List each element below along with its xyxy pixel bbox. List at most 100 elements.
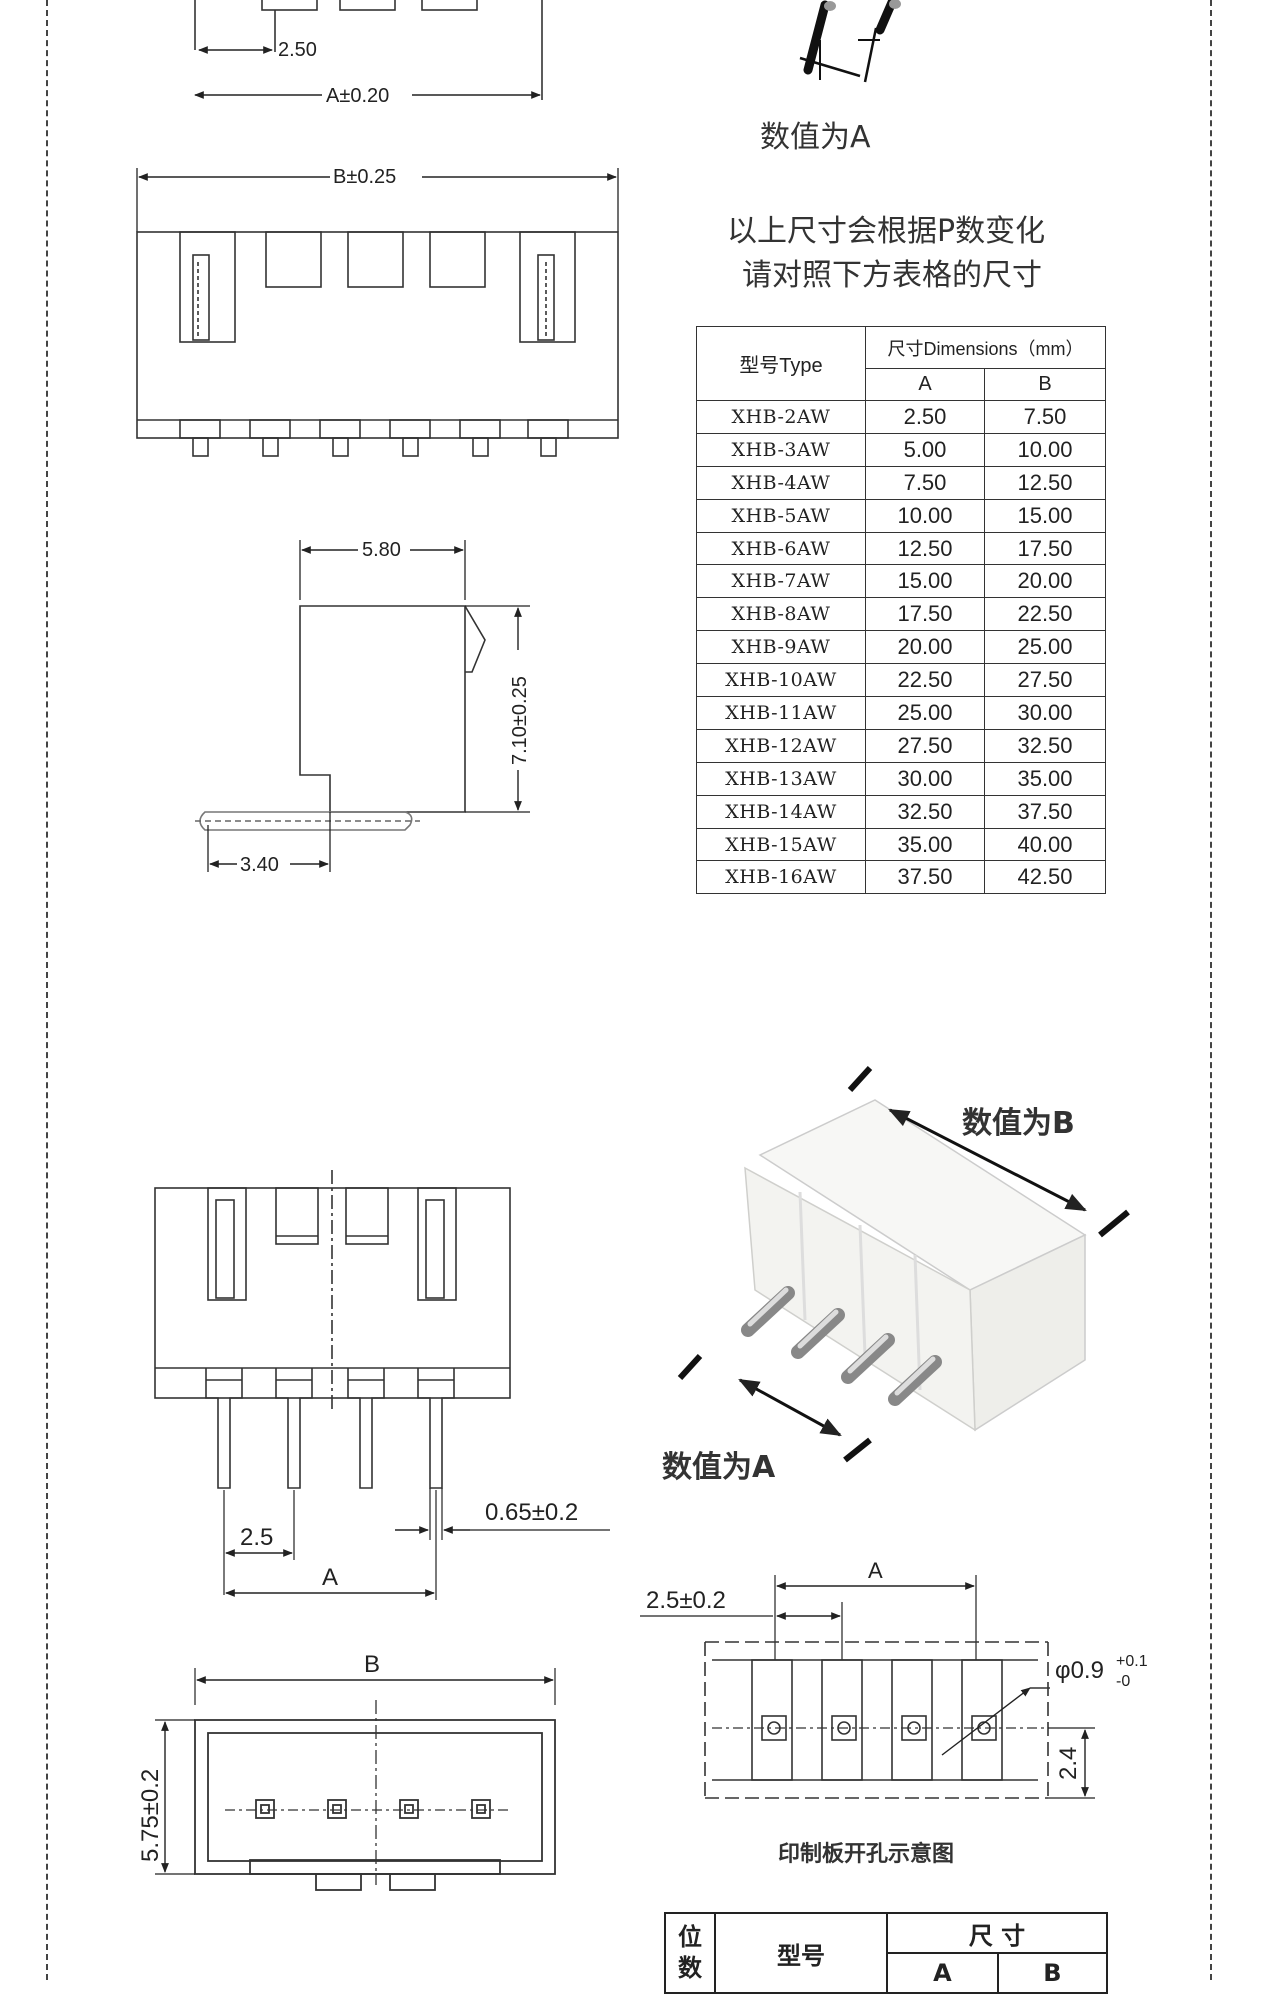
cell-a: 17.50 (865, 597, 985, 632)
cell-type: XHB-5AW (696, 498, 866, 533)
dim-pin-3-40: 3.40 (207, 812, 331, 876)
dim-height-7-10-label: 7.10±0.25 (509, 676, 531, 765)
bottom-header-position-2: 数 (678, 1954, 702, 1982)
bottom-header-col-a: A (886, 1952, 999, 1994)
cell-type: XHB-2AW (696, 400, 866, 434)
dim-a-bottom-label: A (322, 1564, 338, 1591)
cell-type: XHB-11AW (696, 696, 866, 730)
label-value-a-top: 数值为A (760, 120, 871, 155)
cell-type: XHB-14AW (696, 794, 866, 829)
pin-pitch-illustration (799, 0, 901, 83)
cell-a: 15.00 (865, 564, 985, 599)
left-dashed-border (46, 0, 48, 1980)
cell-type: XHB-8AW (696, 597, 866, 632)
dim-width-5-80: 5.80 (299, 539, 466, 600)
bottom-position-table: 位 数 型号 尺 寸 A B (664, 1912, 1109, 1994)
cell-b: 32.50 (984, 728, 1106, 763)
dim-a-bottom: A (225, 1490, 437, 1600)
dim-b-bottom: B (194, 1651, 556, 1705)
dim-b-bottom-label: B (364, 1651, 380, 1678)
dim-pin-0-65: 0.65±0.2 (395, 1488, 610, 1540)
dim-pin-0-65-label: 0.65±0.2 (485, 1499, 578, 1526)
dim-pin-3-40-label: 3.40 (240, 854, 279, 876)
cell-b: 40.00 (984, 827, 1106, 862)
cell-b: 30.00 (984, 696, 1106, 730)
cell-a: 35.00 (865, 827, 985, 862)
cell-a: 10.00 (865, 498, 985, 533)
cell-type: XHB-12AW (696, 728, 866, 763)
pcb-dim-hole-minus: -0 (1116, 1673, 1130, 1690)
note-line-1: 以上尺寸会根据P数变化 (727, 214, 1046, 249)
pcb-caption: 印制板开孔示意图 (778, 1842, 955, 1867)
product-dim-b-arrow (847, 1065, 1130, 1238)
dim-a-0-20: A±0.20 (194, 85, 541, 107)
pcb-dim-pitch-label: 2.5±0.2 (646, 1587, 726, 1614)
cell-a: 20.00 (865, 630, 985, 665)
cell-type: XHB-13AW (696, 761, 866, 796)
dim-pitch-2-5: 2.5 (223, 1490, 295, 1595)
cell-b: 42.50 (984, 860, 1106, 895)
cell-a: 7.50 (865, 465, 985, 500)
pcb-dim-row-label: 2.4 (1055, 1747, 1082, 1780)
header-col-b: B (984, 368, 1106, 401)
cell-b: 10.00 (984, 432, 1106, 467)
cell-type: XHB-6AW (696, 531, 866, 566)
cell-a: 12.50 (865, 531, 985, 566)
connector-top-view (194, 1700, 556, 1891)
cell-type: XHB-7AW (696, 564, 866, 599)
cell-b: 37.50 (984, 794, 1106, 829)
dim-height-7-10: 7.10±0.25 (465, 605, 531, 813)
dim-height-5-75: 5.75±0.2 (137, 1719, 195, 1875)
cell-b: 17.50 (984, 531, 1106, 566)
pcb-dim-a-label: A (868, 1558, 883, 1583)
header-dimensions: 尺寸Dimensions（mm） (865, 326, 1106, 369)
bottom-header-col-b: B (996, 1952, 1109, 1994)
cell-b: 15.00 (984, 498, 1106, 533)
bottom-header-position: 位 数 (664, 1912, 716, 1994)
connector-product-render (741, 1099, 1087, 1432)
cell-b: 22.50 (984, 597, 1106, 632)
bottom-header-type: 型号 (714, 1912, 888, 1994)
cell-b: 12.50 (984, 465, 1106, 500)
dim-pitch-2-50-label: 2.50 (278, 39, 317, 61)
dim-a-0-20-label: A±0.20 (326, 85, 389, 107)
cell-a: 37.50 (865, 860, 985, 895)
dim-b-0-25: B±0.25 (136, 166, 619, 232)
pcb-dim-hole: φ0.9 +0.1 -0 (1055, 1653, 1148, 1690)
label-value-a-product: 数值为A (662, 1450, 776, 1485)
cell-type: XHB-4AW (696, 465, 866, 500)
right-dashed-border (1210, 0, 1212, 1980)
cell-b: 20.00 (984, 564, 1106, 599)
cell-a: 5.00 (865, 432, 985, 467)
cell-type: XHB-10AW (696, 663, 866, 698)
cell-a: 22.50 (865, 663, 985, 698)
cell-type: XHB-16AW (696, 860, 866, 895)
cell-type: XHB-9AW (696, 630, 866, 665)
cell-type: XHB-3AW (696, 432, 866, 467)
dim-pitch-2-5-label: 2.5 (240, 1524, 273, 1551)
header-type: 型号Type (696, 326, 866, 401)
pcb-dim-hole-label: φ0.9 (1055, 1657, 1104, 1684)
cell-a: 25.00 (865, 696, 985, 730)
dim-height-5-75-label: 5.75±0.2 (137, 1769, 164, 1862)
connector-side-view (195, 605, 486, 831)
label-value-b-product: 数值为B (962, 1106, 1075, 1141)
top-partial-front-view (194, 0, 543, 100)
bottom-header-size: 尺 寸 (886, 1912, 1108, 1954)
cell-a: 27.50 (865, 728, 985, 763)
cell-b: 25.00 (984, 630, 1106, 665)
cell-a: 2.50 (865, 400, 985, 434)
